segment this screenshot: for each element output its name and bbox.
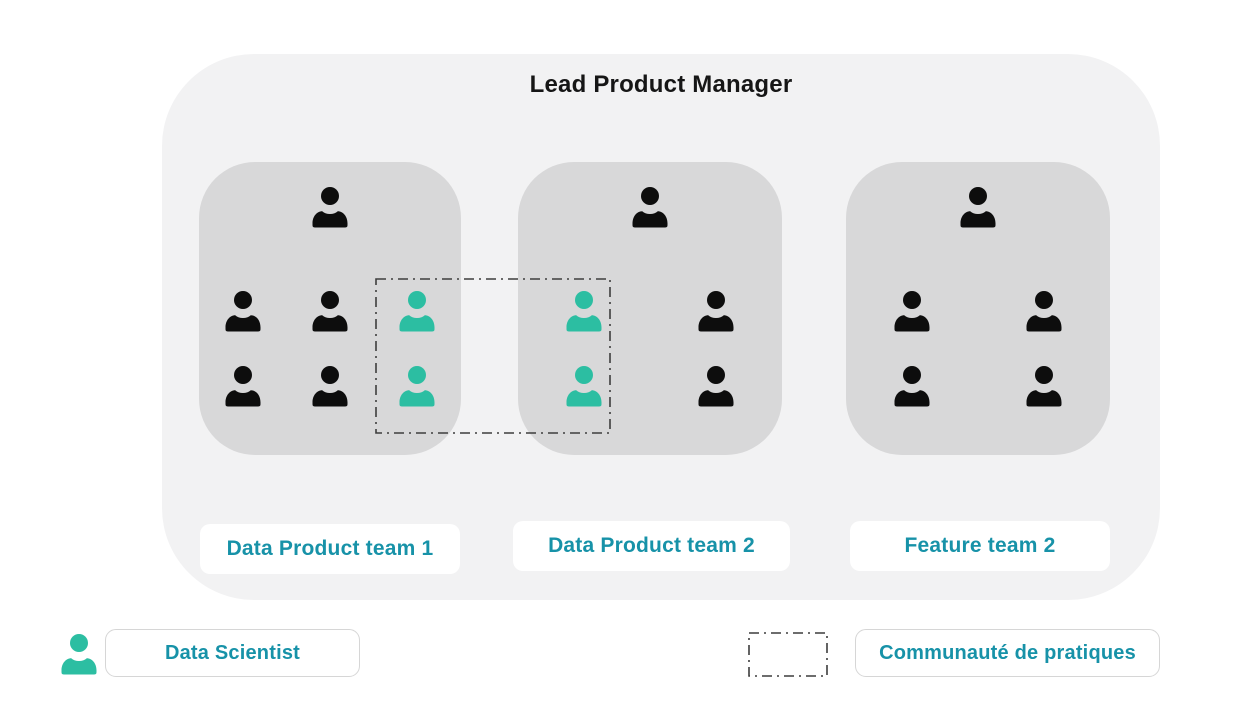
- team-box-data-product-team-2: [518, 162, 782, 455]
- team-members-grid: [518, 290, 782, 407]
- team-lead-row: [518, 186, 782, 228]
- person-icon: [1025, 290, 1063, 332]
- team-label-text: Data Product team 2: [548, 534, 755, 557]
- person-icon: [311, 186, 349, 228]
- person-icon: [697, 290, 735, 332]
- person-icon: [311, 365, 349, 407]
- person-icon: [959, 186, 997, 228]
- team-lead-row: [199, 186, 461, 228]
- team-label-feature-team-2: Feature team 2: [850, 521, 1110, 571]
- data-scientist-icon: [60, 633, 98, 675]
- data-scientist-icon: [565, 365, 603, 407]
- person-icon: [697, 365, 735, 407]
- community-of-practice-overlay-box: [375, 278, 611, 434]
- lead-product-manager-group: Lead Product Manager Data Product team 1…: [162, 54, 1160, 600]
- data-scientist-icon: [565, 290, 603, 332]
- team-members-grid: [846, 290, 1110, 407]
- person-icon: [311, 290, 349, 332]
- team-label-text: Feature team 2: [904, 534, 1056, 557]
- diagram-title: Lead Product Manager: [529, 71, 793, 98]
- legend-label: Data Scientist: [164, 641, 301, 664]
- person-icon: [224, 365, 262, 407]
- team-lead-row: [846, 186, 1110, 228]
- person-icon: [893, 290, 931, 332]
- team-box-feature-team-2: [846, 162, 1110, 455]
- person-icon: [224, 290, 262, 332]
- team-box-data-product-team-1: [199, 162, 461, 455]
- legend-label: Communauté de pratiques: [879, 641, 1136, 664]
- person-icon: [631, 186, 669, 228]
- dashed-box-icon: [748, 632, 828, 677]
- person-icon: [1025, 365, 1063, 407]
- data-scientist-icon: [398, 290, 436, 332]
- legend-item-data-scientist: Data Scientist: [105, 629, 360, 677]
- data-scientist-icon: [398, 365, 436, 407]
- team-label-data-product-team-1: Data Product team 1: [200, 524, 460, 574]
- team-label-data-product-team-2: Data Product team 2: [513, 521, 790, 571]
- legend-item-communaute-de-pratiques: Communauté de pratiques: [855, 629, 1160, 677]
- team-label-text: Data Product team 1: [226, 537, 434, 560]
- team-members-grid: [199, 290, 461, 407]
- person-icon: [893, 365, 931, 407]
